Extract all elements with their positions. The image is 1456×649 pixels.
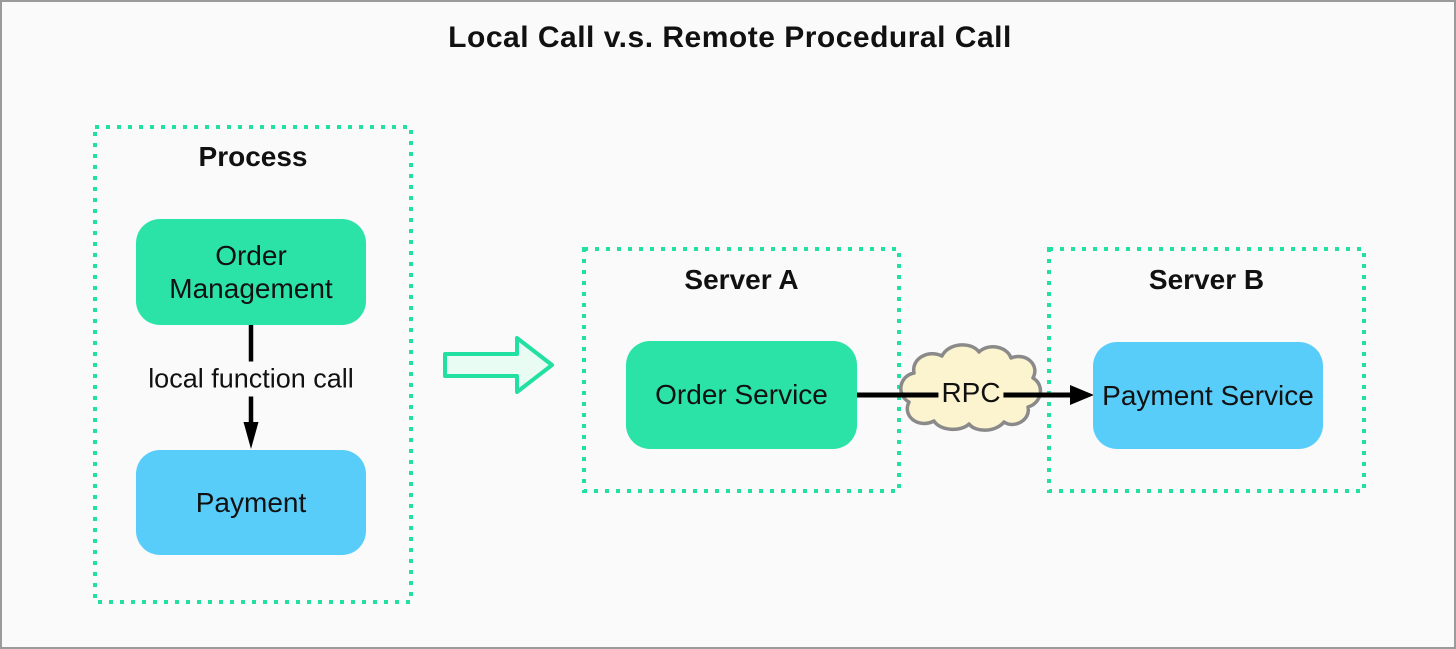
rpc-label: RPC	[938, 377, 1004, 409]
server-b-box-border	[1047, 247, 1366, 493]
local-function-call-label: local function call	[142, 361, 360, 397]
server-b-box-title: Server B	[1148, 264, 1265, 295]
order-service-node: Order Service	[626, 341, 857, 449]
server-a-box-title: Server A	[684, 264, 799, 295]
server-a-box-border	[582, 247, 901, 493]
payment-service-node: Payment Service	[1093, 342, 1323, 449]
process-box-title: Process	[198, 141, 308, 172]
payment-node: Payment	[136, 450, 366, 555]
page-title: Local Call v.s. Remote Procedural Call	[448, 21, 1012, 54]
order-management-node: Order Management	[136, 219, 366, 325]
right-block-arrow-icon	[443, 336, 554, 394]
process-box-border	[93, 125, 413, 604]
